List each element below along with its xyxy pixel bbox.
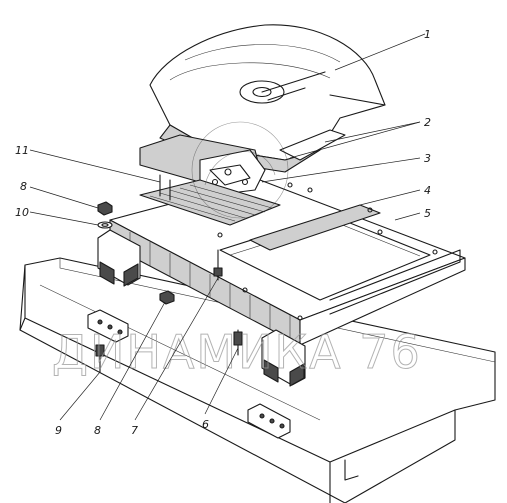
clamp-plate-lower <box>247 403 291 439</box>
bolt-6 <box>233 329 243 356</box>
callout-7: 7 <box>131 424 138 437</box>
callout-9: 9 <box>55 424 62 437</box>
clamp-plate-left <box>87 309 129 343</box>
leader-lines <box>29 33 426 421</box>
callout-8-lower: 8 <box>94 424 101 437</box>
callout-5: 5 <box>424 207 431 220</box>
callout-6: 6 <box>202 418 209 431</box>
bolt-9 <box>95 344 105 373</box>
callout-1: 1 <box>424 28 431 41</box>
callout-8-upper: 8 <box>20 180 27 193</box>
left-bracket <box>97 229 141 287</box>
watermark-text: ДИНАМИКА 76 <box>52 325 422 379</box>
nut-8-upper <box>97 201 113 216</box>
bolt-stud-11 <box>159 174 171 201</box>
callout-2: 2 <box>424 116 431 129</box>
callout-11: 11 <box>15 144 29 157</box>
bolt-7 <box>213 249 223 281</box>
rubber-pad <box>139 179 281 226</box>
callout-labels: 1 2 3 4 5 6 7 8 9 8 10 11 <box>15 28 431 437</box>
right-bracket <box>261 329 306 387</box>
callout-10: 10 <box>15 206 29 219</box>
saddle-support <box>139 129 346 196</box>
saddle-plate <box>149 24 386 173</box>
callout-3: 3 <box>424 152 431 165</box>
washer-10 <box>97 221 113 229</box>
nut-8-lower <box>159 290 175 305</box>
watermark-emblem <box>191 121 289 219</box>
callout-4: 4 <box>424 184 431 197</box>
